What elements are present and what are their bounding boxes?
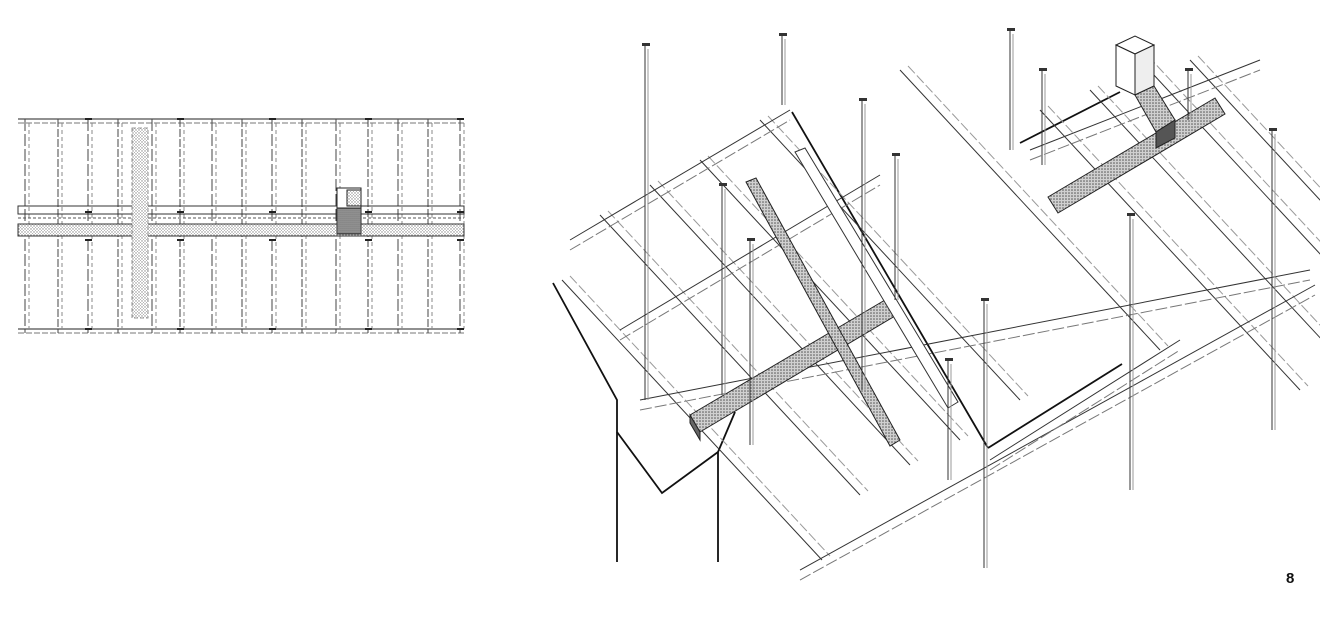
plan-hanger [457,118,464,120]
axo-rod-cap [1007,28,1015,31]
axo-joist [599,214,861,496]
axo-joist [699,159,961,441]
axo-cross-beam-edge [569,119,791,251]
plan-hanger [365,328,372,330]
axo-rod-cap [859,98,867,101]
plan-hanger [177,211,184,213]
axo-rod-cap [981,298,989,301]
axo-cross-beam-edge [989,349,1181,471]
axo-joist-edge [907,65,1169,347]
axo-joist [1089,89,1320,339]
axo-slab-outline [552,91,1123,562]
plan-hanger [85,328,92,330]
plan-hanger [269,239,276,241]
axo-diagonal-joists [561,55,1320,561]
axo-rod-cap [1127,213,1135,216]
plan-hanger [177,118,184,120]
axo-rod-cap [892,153,900,156]
axo-cross-beams [569,59,1316,581]
axo-rod-cap [747,238,755,241]
plan-hanger [177,328,184,330]
axo-joist [1139,59,1320,255]
axo-hollow-beam [794,147,959,409]
axo-joist-edge [1047,105,1309,387]
axo-rod-cap [1039,68,1047,71]
plan-hanger [85,239,92,241]
axo-hanger-rods [642,28,1277,568]
plan-duct-box [336,187,362,235]
axo-joist-edge [1097,85,1320,326]
axo-cross-beam [639,269,1311,401]
plan-hanger [365,118,372,120]
axo-joist-edge [607,210,869,492]
axo-rod-cap [719,183,727,186]
axo-rod-cap [1269,128,1277,131]
plan-hanger [365,211,372,213]
axo-rod-cap [642,43,650,46]
axo-main-beam [689,299,896,442]
plan-hanger [457,328,464,330]
axo-joist [649,184,911,466]
axo-joist-edge [707,155,969,437]
axo-cross-beam [569,109,791,241]
plan-hanger [269,211,276,213]
axo-joist [1039,109,1301,391]
page-number: 8 [1286,570,1295,587]
axo-rod-cap [1185,68,1193,71]
plan-hanger [177,239,184,241]
axo-rod-cap [779,33,787,36]
axo-cross-beam-edge [1029,69,1261,161]
plan-hanger [269,328,276,330]
axo-joist-edge [1147,55,1320,242]
axo-cross-beam-edge [799,294,1316,581]
plan-hanger [365,239,372,241]
axo-joist-edge [1197,55,1320,189]
plan-hangers [85,118,464,330]
axo-cross-beam [989,339,1181,461]
plan-hanger [269,118,276,120]
axo-joist [1189,59,1320,201]
plan-hanger [457,239,464,241]
plan-hanger [457,211,464,213]
plan-hanger [85,118,92,120]
plan-hatched-strip [131,127,149,319]
axo-joist [899,69,1161,351]
plan-hanger [85,211,92,213]
axo-duct-box [1114,35,1176,149]
axo-rod-cap [945,358,953,361]
